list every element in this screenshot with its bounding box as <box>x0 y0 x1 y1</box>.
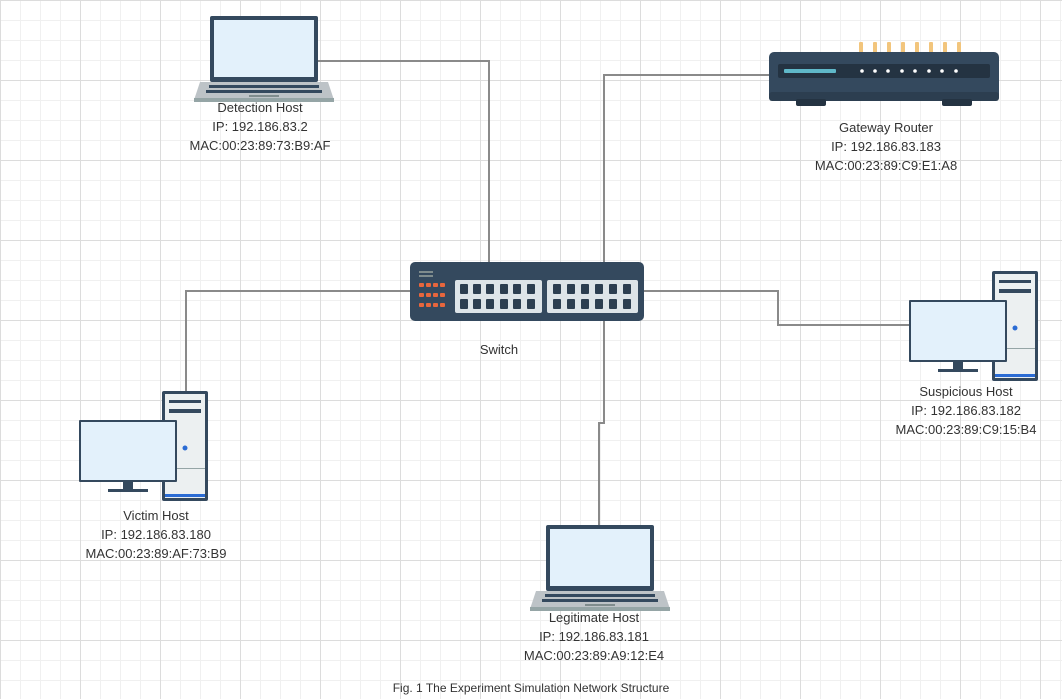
node-name: Switch <box>479 342 519 357</box>
node-name: Victim Host <box>123 508 189 523</box>
link-legitimate-switch <box>598 320 605 525</box>
figure-caption: Fig. 1 The Experiment Simulation Network… <box>392 681 670 695</box>
switch-label: Switch <box>459 340 539 359</box>
node-mac: MAC:00:23:89:73:B9:AF <box>189 138 331 153</box>
link-suspicious-switch <box>644 290 909 326</box>
node-mac: MAC:00:23:89:C9:15:B4 <box>895 422 1037 437</box>
desktop-icon[interactable] <box>78 390 210 502</box>
laptop-icon[interactable] <box>529 524 671 612</box>
router-icon[interactable] <box>768 40 1000 108</box>
detection-host-label: Detection Host IP: 192.186.83.2 MAC:00:2… <box>181 98 339 155</box>
node-ip: IP: 192.186.83.183 <box>831 139 941 154</box>
legitimate-host-label: Legitimate Host IP: 192.186.83.181 MAC:0… <box>514 608 674 665</box>
node-mac: MAC:00:23:89:A9:12:E4 <box>523 648 665 663</box>
victim-host-label: Victim Host IP: 192.186.83.180 MAC:00:23… <box>74 506 238 563</box>
desktop-icon[interactable] <box>908 270 1040 382</box>
gateway-router-label: Gateway Router IP: 192.186.83.183 MAC:00… <box>806 118 966 175</box>
node-ip: IP: 192.186.83.182 <box>911 403 1021 418</box>
link-victim-switch <box>185 290 410 391</box>
node-name: Suspicious Host <box>919 384 1013 399</box>
link-gateway-switch <box>603 74 769 262</box>
link-detection-switch <box>318 60 490 262</box>
node-mac: MAC:00:23:89:AF:73:B9 <box>85 546 227 561</box>
node-ip: IP: 192.186.83.2 <box>212 119 308 134</box>
laptop-icon[interactable] <box>193 15 335 103</box>
node-name: Legitimate Host <box>548 610 640 625</box>
node-ip: IP: 192.186.83.181 <box>539 629 649 644</box>
node-name: Gateway Router <box>839 120 933 135</box>
node-ip: IP: 192.186.83.180 <box>101 527 211 542</box>
node-mac: MAC:00:23:89:C9:E1:A8 <box>814 158 958 173</box>
suspicious-host-label: Suspicious Host IP: 192.186.83.182 MAC:0… <box>885 382 1047 439</box>
node-name: Detection Host <box>217 100 303 115</box>
switch-icon[interactable] <box>409 261 645 322</box>
